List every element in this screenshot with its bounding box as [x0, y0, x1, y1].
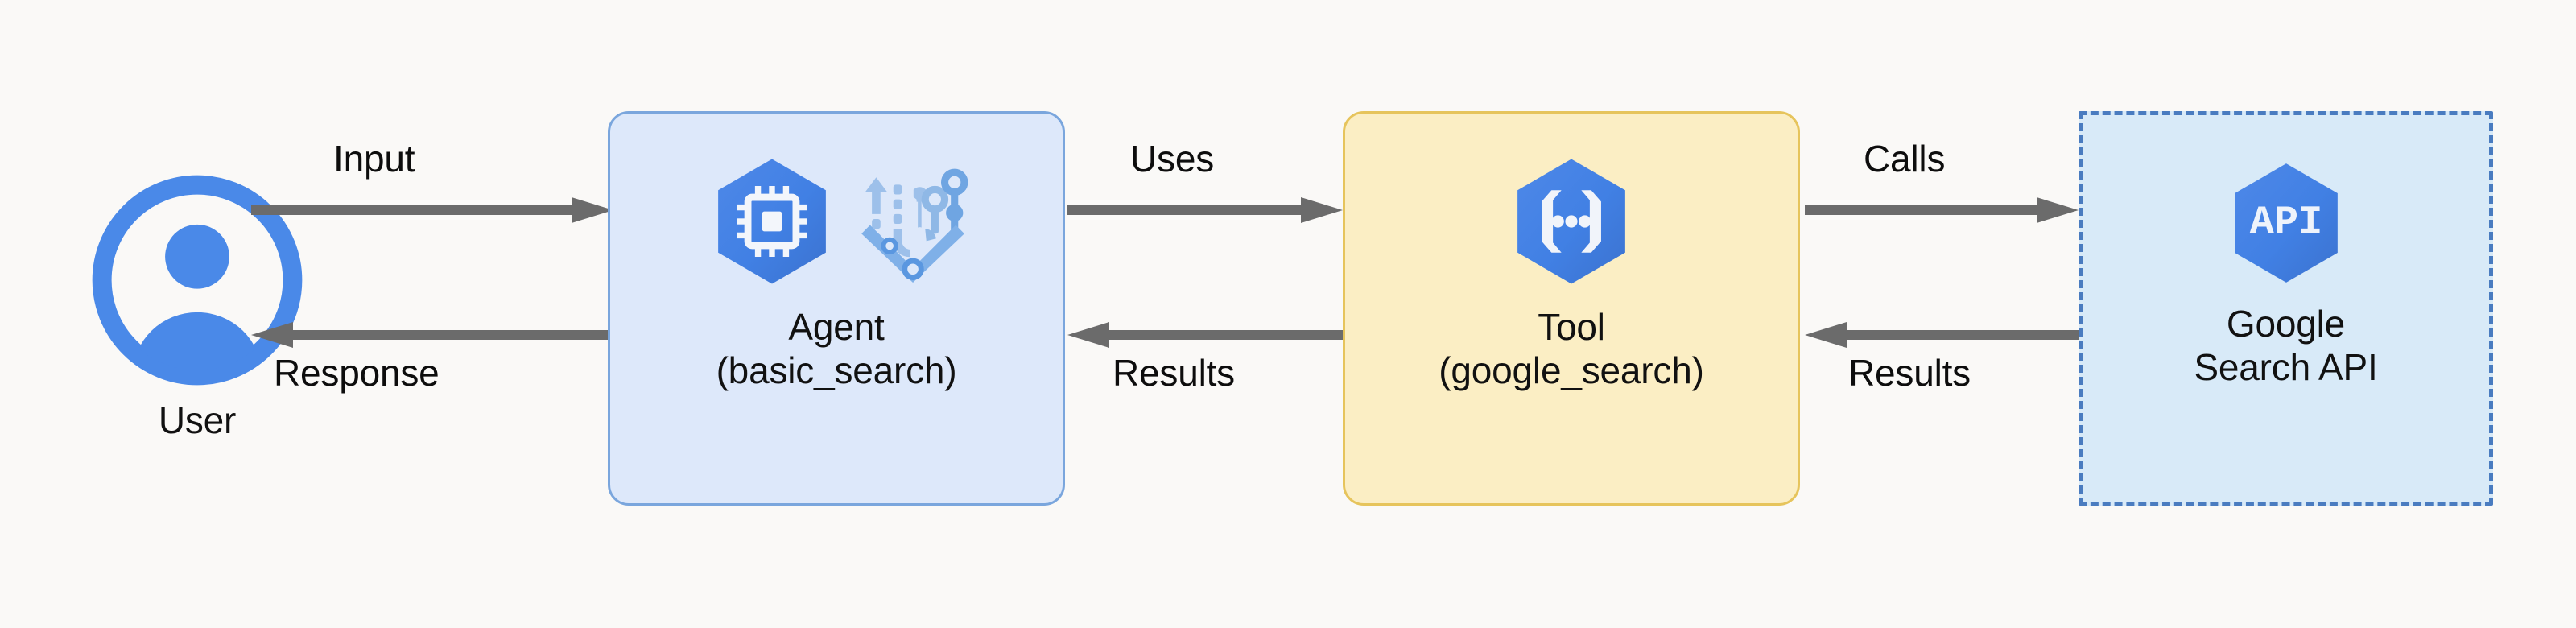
edge-label-results-tool: Results — [1113, 352, 1235, 394]
node-user[interactable]: User — [48, 173, 346, 495]
cpu-chip-hexagon-icon — [701, 151, 843, 296]
arrow-tool-to-agent — [1067, 319, 1343, 351]
node-google-search-api[interactable]: API Google Search API — [2079, 111, 2493, 506]
brackets-dots-hexagon-icon — [1501, 151, 1642, 296]
arrow-user-to-agent — [251, 194, 613, 226]
node-agent-label: Agent (basic_search) — [716, 306, 957, 392]
edge-label-response: Response — [274, 352, 440, 394]
arrow-api-to-tool — [1805, 319, 2079, 351]
node-user-label: User — [158, 399, 237, 441]
arrow-agent-to-tool — [1067, 194, 1343, 226]
arrow-tool-to-api — [1805, 194, 2079, 226]
edge-label-results-api: Results — [1848, 352, 1971, 394]
agent-icon-group — [610, 151, 1063, 295]
tool-icon-group — [1345, 151, 1798, 295]
edge-label-uses: Uses — [1130, 138, 1215, 180]
api-hexagon-text: API — [2249, 200, 2322, 246]
api-hexagon-icon: API — [2219, 155, 2354, 295]
edge-label-input: Input — [333, 138, 415, 180]
agent-workflow-icon — [849, 160, 972, 287]
arrow-agent-to-user — [251, 319, 613, 351]
node-google-search-api-label: Google Search API — [2194, 303, 2378, 389]
user-avatar-icon — [90, 173, 304, 387]
node-tool[interactable]: Tool (google_search) — [1343, 111, 1800, 506]
edge-label-calls: Calls — [1864, 138, 1946, 180]
node-agent[interactable]: Agent (basic_search) — [608, 111, 1065, 506]
node-tool-label: Tool (google_search) — [1439, 306, 1704, 392]
api-icon-group: API — [2083, 152, 2489, 297]
